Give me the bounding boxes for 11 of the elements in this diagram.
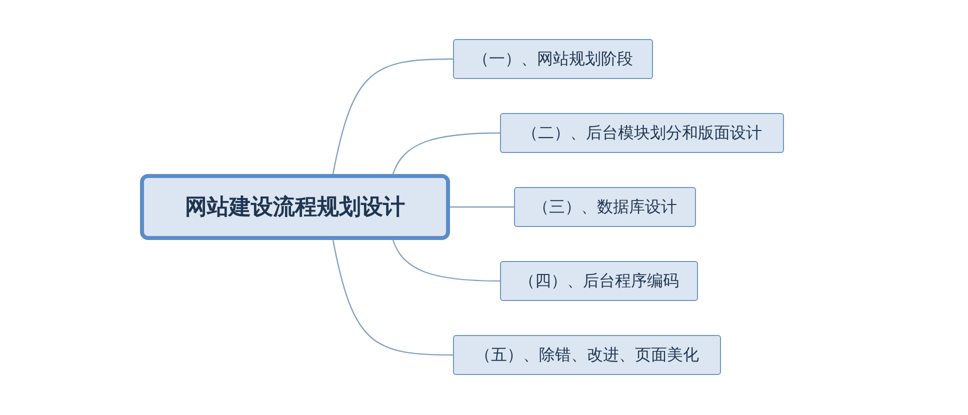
connector-line — [332, 240, 453, 356]
branch-box: （二）、后台模块划分和版面设计 — [500, 113, 784, 153]
connector-line — [450, 206, 514, 208]
branch-box: （五）、除错、改进、页面美化 — [453, 335, 721, 375]
connector-line — [392, 240, 500, 282]
connector-line — [332, 58, 453, 174]
connector-line — [392, 132, 500, 174]
branch-box: （三）、数据库设计 — [514, 187, 696, 227]
topic-box: 网站建设流程规划设计 — [140, 174, 450, 240]
branch-box: （一）、网站规划阶段 — [453, 39, 653, 79]
branch-box: （四）、后台程序编码 — [500, 261, 698, 301]
